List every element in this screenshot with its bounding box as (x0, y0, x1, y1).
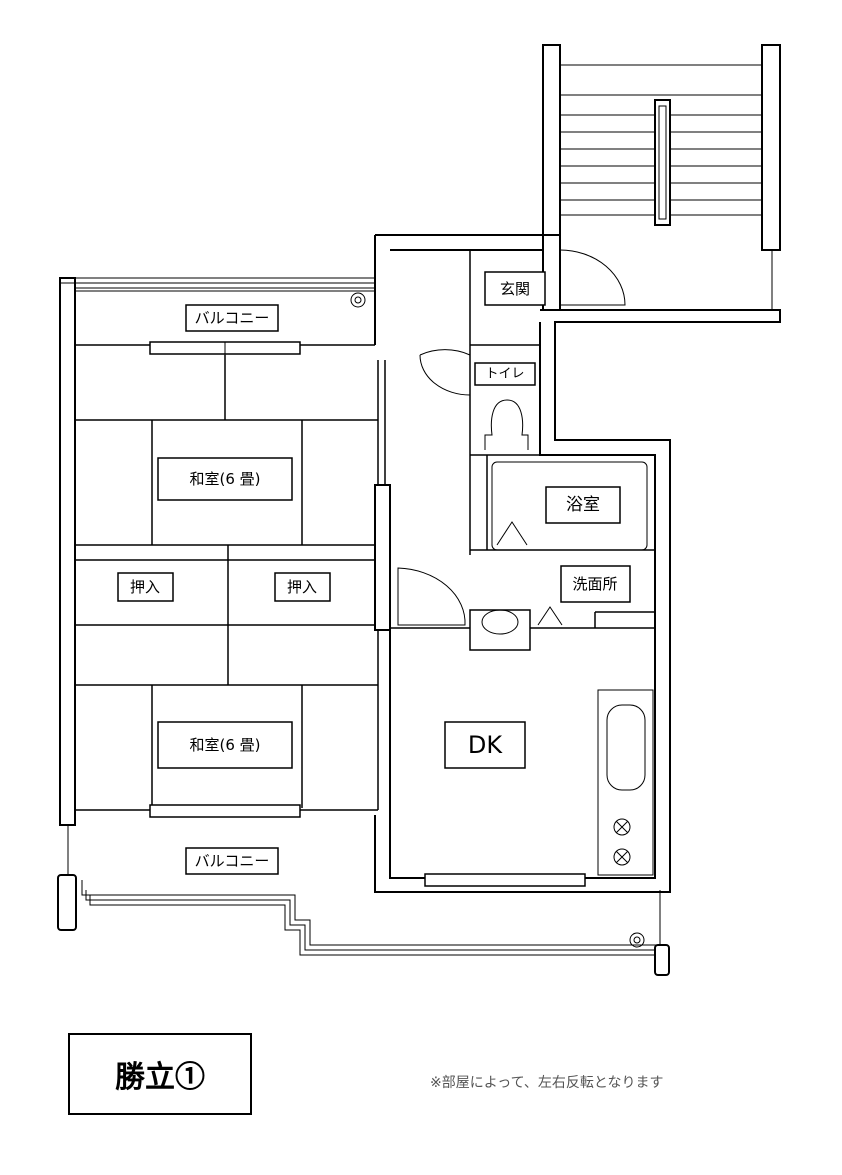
label-dk: DK (444, 721, 526, 769)
label-toilet: トイレ (474, 362, 536, 386)
room-name: 和室(6 畳) (189, 736, 260, 754)
label-washitsu-upper: 和室(6 畳) (157, 457, 293, 501)
room-name: 玄関 (500, 280, 530, 298)
room-name: 押入 (130, 578, 160, 596)
room-name: 押入 (287, 578, 317, 596)
layout-note: ※部屋によって、左右反転となります (430, 1075, 664, 1091)
staircase (542, 44, 781, 311)
label-washitsu-lower: 和室(6 畳) (157, 721, 293, 769)
label-oshiire-right: 押入 (274, 572, 331, 602)
room-name: 洗面所 (572, 575, 617, 593)
room-name: バルコニー (195, 852, 270, 870)
room-name: DK (468, 731, 503, 759)
room-name: 和室(6 畳) (189, 470, 260, 488)
label-oshiire-left: 押入 (117, 572, 174, 602)
label-balcony-top: バルコニー (185, 304, 279, 332)
room-name: トイレ (485, 367, 524, 382)
room-name: バルコニー (195, 309, 270, 327)
label-genkan: 玄関 (484, 271, 546, 306)
label-washroom: 洗面所 (560, 565, 631, 603)
label-balcony-bottom: バルコニー (185, 847, 279, 875)
property-title: 勝立① (68, 1033, 252, 1115)
label-bath: 浴室 (545, 486, 621, 524)
room-name: 浴室 (566, 495, 600, 515)
